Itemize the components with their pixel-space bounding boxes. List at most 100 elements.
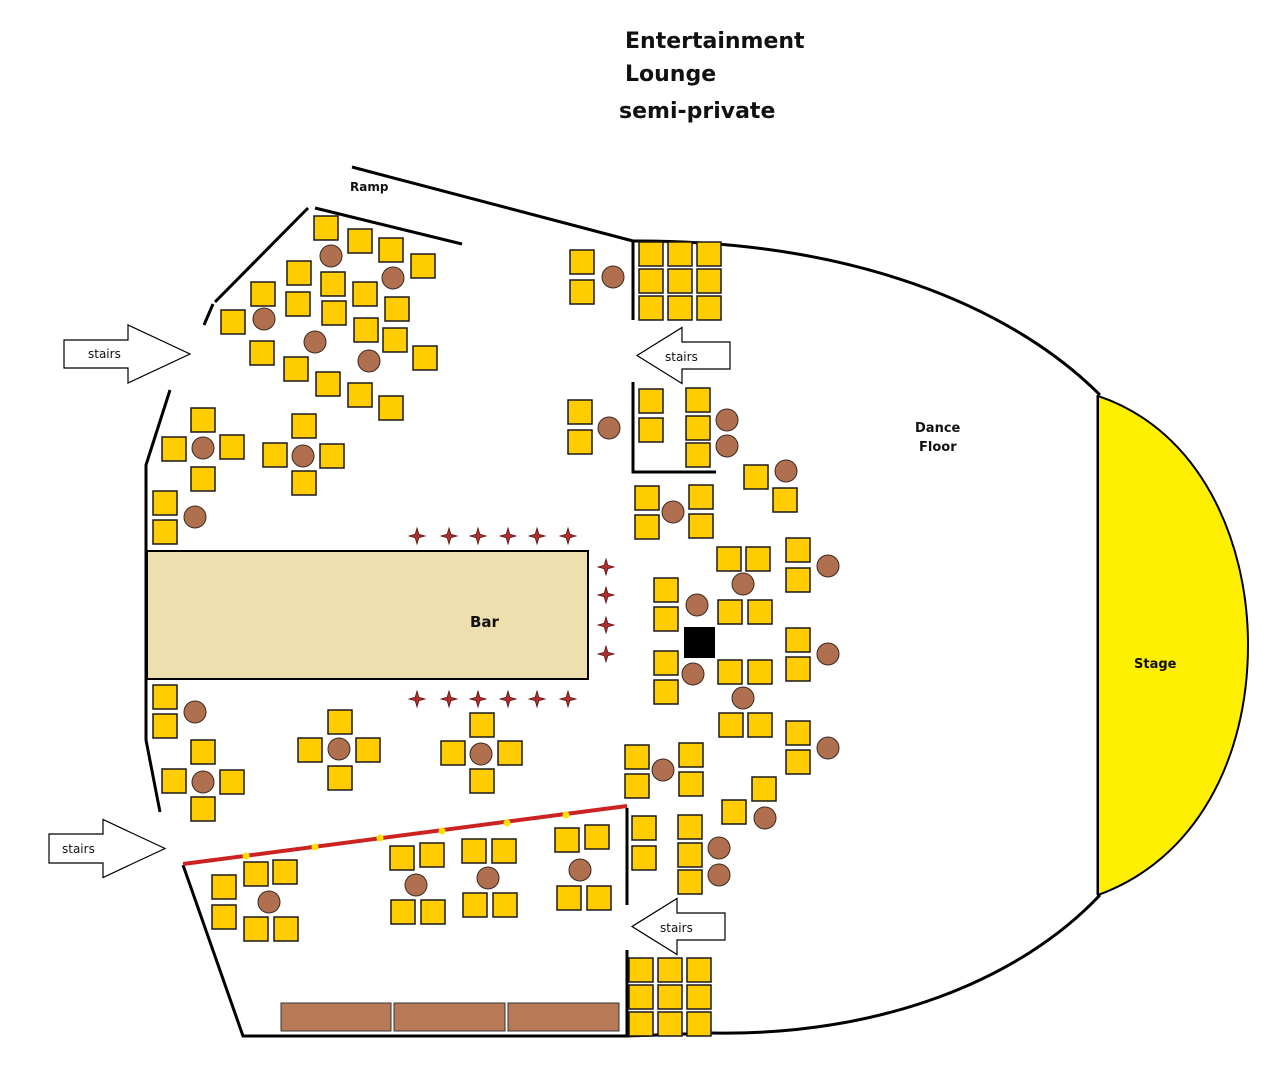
chair [152, 490, 178, 516]
chair [638, 295, 664, 321]
chair [211, 904, 237, 930]
rope-post [242, 852, 250, 860]
chair [631, 845, 657, 871]
title-line-2: Lounge [625, 62, 717, 87]
booth-2 [393, 1002, 506, 1032]
stairs-label: stairs [88, 347, 121, 361]
chair [556, 885, 582, 911]
round-table [753, 806, 777, 830]
arrow-icon [630, 897, 726, 956]
bar-counter [146, 550, 589, 680]
chair [667, 268, 693, 294]
round-table [327, 737, 351, 761]
chair [291, 470, 317, 496]
chair [677, 842, 703, 868]
stairs-label: stairs [665, 350, 698, 364]
round-table [601, 265, 625, 289]
star-icon [498, 689, 518, 709]
bar-label: Bar [470, 613, 500, 631]
round-table [681, 662, 705, 686]
chair [469, 712, 495, 738]
chair [219, 434, 245, 460]
chair [678, 771, 704, 797]
dj-booth [684, 627, 715, 658]
chairs [152, 215, 811, 1037]
chair [686, 957, 712, 983]
chair [696, 295, 722, 321]
chair [161, 436, 187, 462]
rope-line [182, 804, 628, 866]
round-table [816, 736, 840, 760]
chair [152, 713, 178, 739]
chair [751, 776, 777, 802]
round-table [597, 416, 621, 440]
chair [653, 679, 679, 705]
stairs-label: stairs [62, 842, 95, 856]
chair [389, 845, 415, 871]
chair [243, 861, 269, 887]
star-icon [527, 689, 547, 709]
booth-1 [280, 1002, 392, 1032]
chair [152, 684, 178, 710]
round-table [183, 700, 207, 724]
chair [462, 892, 488, 918]
chair [657, 984, 683, 1010]
round-table [816, 642, 840, 666]
arrow-icon [48, 818, 167, 879]
chair [243, 916, 269, 942]
chair [219, 769, 245, 795]
round-table [191, 770, 215, 794]
chair [320, 271, 346, 297]
chair [657, 1011, 683, 1037]
chair [685, 387, 711, 413]
chair [638, 268, 664, 294]
chair [291, 413, 317, 439]
chair [772, 487, 798, 513]
bar-stools [407, 526, 616, 709]
chair [273, 916, 299, 942]
round-table [707, 863, 731, 887]
tables [183, 244, 840, 914]
chair [634, 485, 660, 511]
chair [249, 340, 275, 366]
chair [638, 417, 664, 443]
chair [190, 466, 216, 492]
round-table [469, 742, 493, 766]
chair [688, 513, 714, 539]
chair [586, 885, 612, 911]
chair [420, 899, 446, 925]
round-table [661, 500, 685, 524]
chair [678, 742, 704, 768]
chair [624, 773, 650, 799]
star-icon [468, 689, 488, 709]
ramp-label: Ramp [350, 180, 389, 194]
chair [667, 295, 693, 321]
rope-post [503, 819, 511, 827]
chair [319, 443, 345, 469]
chair [716, 546, 742, 572]
chair [347, 228, 373, 254]
round-table [816, 554, 840, 578]
chair [657, 957, 683, 983]
round-table [731, 686, 755, 710]
chair [628, 1011, 654, 1037]
chair [327, 765, 353, 791]
star-icon [407, 689, 427, 709]
star-icon [558, 526, 578, 546]
chair [190, 407, 216, 433]
chair [634, 514, 660, 540]
round-table [303, 330, 327, 354]
chair [152, 519, 178, 545]
chair [721, 799, 747, 825]
star-icon [407, 526, 427, 546]
star-icon [468, 526, 488, 546]
star-icon [596, 644, 616, 664]
chair [628, 984, 654, 1010]
star-icon [596, 615, 616, 635]
chair [686, 984, 712, 1010]
chair [717, 659, 743, 685]
chair [677, 869, 703, 895]
chair [745, 546, 771, 572]
chair [461, 838, 487, 864]
rope-post [562, 811, 570, 819]
